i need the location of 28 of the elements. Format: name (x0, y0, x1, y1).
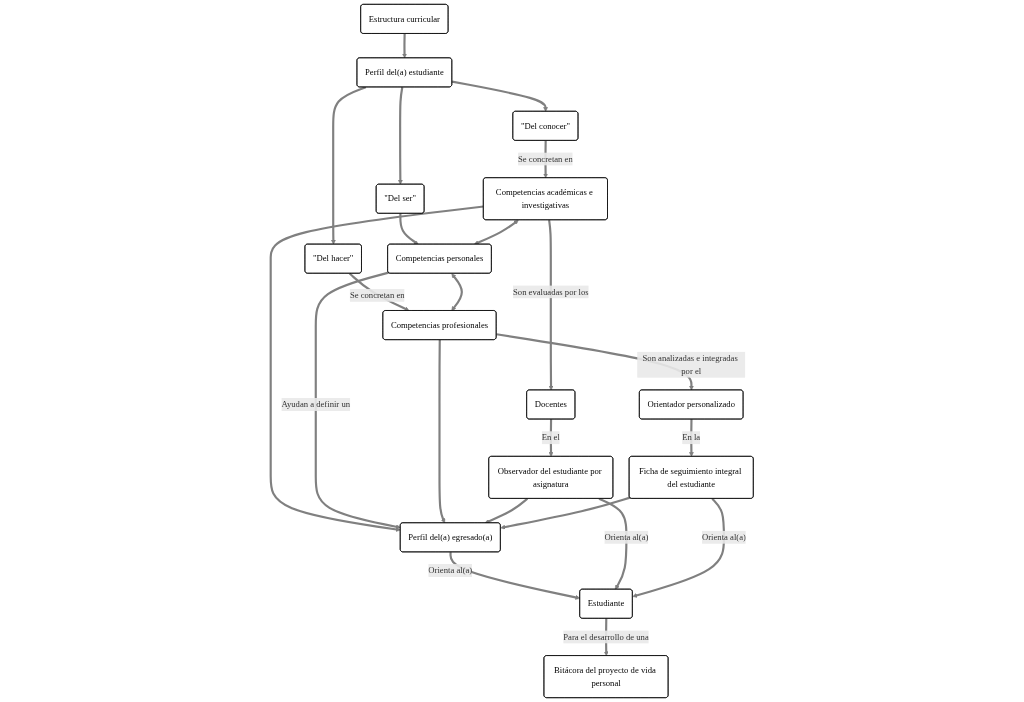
arrow (548, 219, 554, 391)
edge-label: Se concretan en (518, 154, 573, 164)
arrow (438, 339, 446, 524)
edge-label: En el (541, 432, 560, 442)
edge-label: Ayudan a definir un (281, 399, 351, 409)
arrow (398, 87, 404, 185)
edge-label: Son evaluadas por los (513, 287, 589, 297)
arrow (314, 271, 401, 530)
arrow (632, 497, 726, 598)
edge-label: Son analizadas e integradas por el (642, 353, 738, 376)
arrow (348, 272, 410, 312)
arrow (402, 33, 407, 59)
arrow (449, 552, 581, 600)
arrow (484, 497, 529, 524)
arrow (399, 213, 419, 245)
arrow (451, 80, 548, 112)
edge-label: Orienta al(a) (604, 532, 649, 542)
arrow (269, 205, 484, 532)
edge-label: Orienta al(a) (702, 532, 746, 542)
arrow (331, 86, 367, 245)
arrow (598, 497, 628, 590)
edge-label: Para el desarrollo de una (563, 632, 649, 642)
edge-label: En la (682, 432, 701, 442)
edge-label: Orienta al(a) (428, 565, 473, 575)
arrow (451, 273, 463, 311)
arrow (500, 496, 631, 530)
edge-label: Se concretan en (349, 290, 405, 300)
arrow (474, 219, 519, 245)
